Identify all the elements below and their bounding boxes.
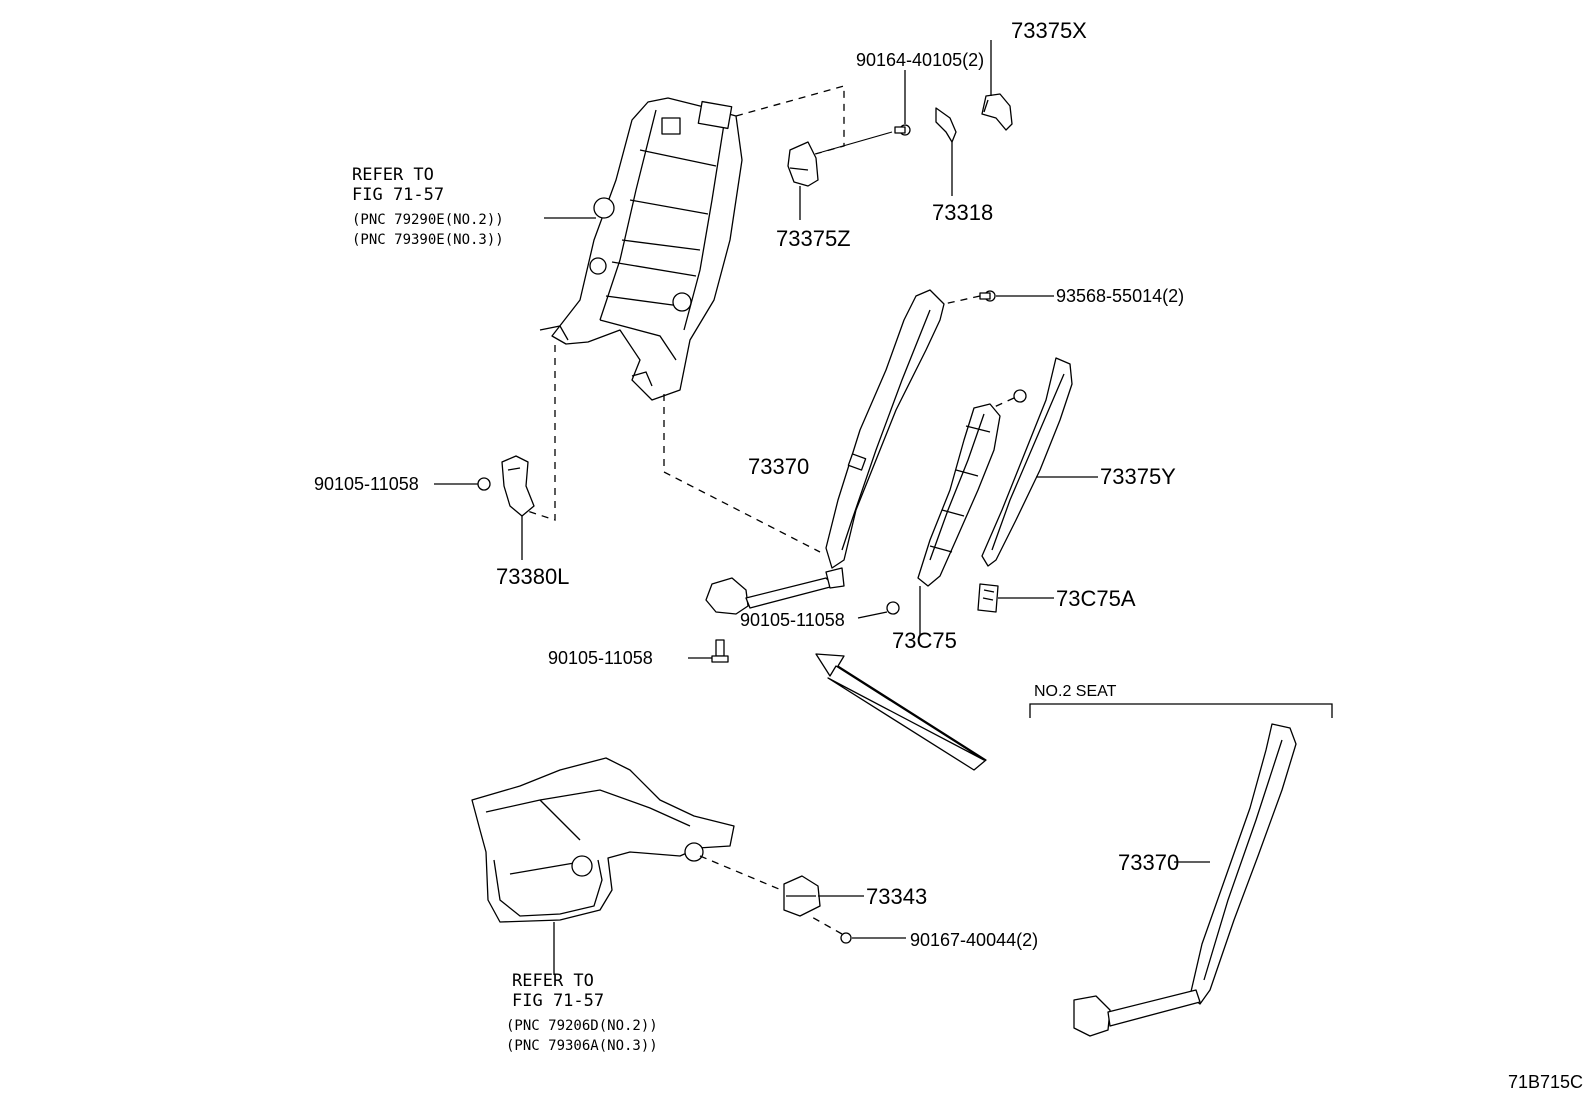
refer-top-line2: FIG 71-57 — [352, 185, 444, 205]
screw-90164 — [821, 70, 911, 153]
refer-bottom-line1: REFER TO — [512, 971, 594, 991]
label-73318: 73318 — [932, 200, 993, 225]
refer-block-bottom: REFER TO FIG 71-57 (PNC 79206D(NO.2)) (P… — [506, 971, 658, 1054]
bolt-90105-mid — [857, 601, 900, 619]
part-73C75 — [917, 403, 1001, 636]
retractor — [705, 567, 845, 615]
part-73C75A — [977, 583, 1054, 613]
part-73375Z — [787, 141, 819, 220]
bolt-90105-low — [688, 639, 729, 663]
no2-seat-bracket — [1029, 703, 1333, 718]
refer-top-line3: (PNC 79290E(NO.2)) — [352, 212, 504, 228]
label-73380L: 73380L — [496, 564, 569, 589]
label-90164-40105: 90164-40105(2) — [856, 50, 984, 70]
leader-frame-to-cover — [735, 85, 845, 157]
screw-93568 — [943, 290, 1054, 305]
label-90105-11058-mid: 90105-11058 — [740, 610, 845, 630]
screw-90167 — [809, 915, 906, 944]
figure-id: 71B715C — [1508, 1072, 1583, 1092]
label-93568-55014: 93568-55014(2) — [1056, 286, 1184, 306]
refer-top-line1: REFER TO — [352, 165, 434, 185]
clip-73C75 — [991, 389, 1027, 409]
refer-bottom-line3: (PNC 79206D(NO.2)) — [506, 1018, 658, 1034]
part-73375Y — [981, 357, 1098, 567]
label-73C75: 73C75 — [892, 628, 957, 653]
label-90105-11058-low: 90105-11058 — [548, 648, 653, 668]
part-73318 — [935, 107, 957, 196]
label-73343: 73343 — [866, 884, 927, 909]
part-73375X — [981, 40, 1013, 131]
label-no2-seat: NO.2 SEAT — [1034, 683, 1117, 700]
part-73343 — [783, 875, 864, 917]
label-73370-lower: 73370 — [1118, 850, 1179, 875]
label-90105-11058-left: 90105-11058 — [314, 474, 419, 494]
leader-cushion-to-73343 — [699, 855, 787, 893]
part-73370-lower — [1073, 723, 1297, 1037]
refer-top-line4: (PNC 79390E(NO.3)) — [352, 232, 504, 248]
part-73370-upper — [825, 289, 945, 569]
label-90167-40044: 90167-40044(2) — [910, 930, 1038, 950]
refer-block-top: REFER TO FIG 71-57 (PNC 79290E(NO.2)) (P… — [352, 165, 596, 248]
leader-frame-to-retractor — [663, 394, 821, 553]
label-73375Y: 73375Y — [1100, 464, 1176, 489]
label-73C75A: 73C75A — [1056, 586, 1136, 611]
label-73375X: 73375X — [1011, 18, 1087, 43]
seat-cushion-frame — [471, 757, 735, 975]
bolt-90105-left — [434, 477, 491, 491]
direction-arrow — [815, 653, 987, 771]
refer-bottom-line2: FIG 71-57 — [512, 991, 604, 1011]
label-73370-upper: 73370 — [748, 454, 809, 479]
label-73375Z: 73375Z — [776, 226, 851, 251]
seatback-frame — [539, 97, 743, 401]
leader-frame-to-buckle — [517, 345, 556, 521]
refer-bottom-line4: (PNC 79306A(NO.3)) — [506, 1038, 658, 1054]
part-73380L — [501, 455, 535, 560]
